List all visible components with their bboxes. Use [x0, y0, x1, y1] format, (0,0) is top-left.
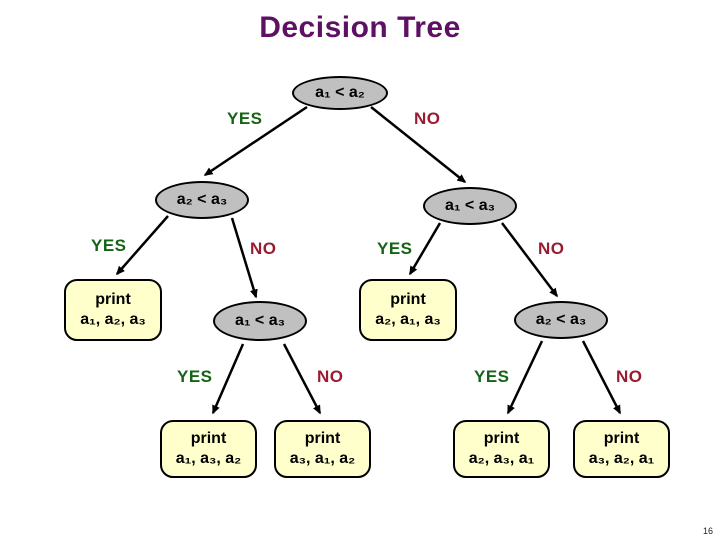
decision-node-left: a₂ < a₃	[155, 181, 249, 219]
yes-label: YES	[474, 367, 510, 386]
decision-node-right: a₁ < a₃	[423, 187, 517, 225]
no-label: NO	[250, 239, 277, 258]
decision-node-label: a₁ < a₃	[234, 312, 286, 329]
decision-node-root: a₁ < a₂	[292, 76, 388, 110]
yes-label: YES	[177, 367, 213, 386]
yes-label: YES	[91, 236, 127, 255]
decision-node-label: a₁ < a₂	[315, 84, 365, 101]
leaf-node-3: print a₁, a₃, a₂	[160, 420, 257, 478]
leaf-line2: a₂, a₁, a₃	[375, 311, 441, 328]
leaf-node-1: print a₁, a₂, a₃	[64, 279, 162, 341]
decision-node-label: a₁ < a₃	[444, 197, 496, 214]
leaf-line2: a₁, a₂, a₃	[80, 311, 146, 328]
leaf-line1: print	[483, 430, 520, 447]
edge-right-no	[501, 222, 558, 298]
leaf-line2: a₃, a₁, a₂	[289, 450, 356, 467]
decision-node-label: a₂ < a₃	[176, 191, 228, 208]
leaf-line1: print	[603, 430, 640, 447]
edge-midleft-no	[282, 343, 322, 415]
leaf-line1: print	[304, 430, 341, 447]
edge-midright-yes	[506, 340, 544, 415]
leaf-line1: print	[190, 430, 227, 447]
decision-node-mid-left: a₁ < a₃	[213, 301, 307, 341]
leaf-line2: a₃, a₂, a₁	[588, 450, 655, 467]
leaf-line2: a₁, a₃, a₂	[175, 450, 242, 467]
decision-node-label: a₂ < a₃	[535, 311, 587, 328]
edge-midright-no	[581, 340, 622, 415]
edge-midleft-yes	[211, 343, 245, 415]
no-label: NO	[317, 367, 344, 386]
leaf-node-6: print a₃, a₂, a₁	[573, 420, 670, 478]
no-label: NO	[616, 367, 643, 386]
leaf-line2: a₂, a₃, a₁	[468, 450, 535, 467]
edge-right-yes	[408, 222, 442, 276]
slide-title: Decision Tree	[259, 11, 461, 44]
yes-label: YES	[227, 109, 263, 128]
leaf-node-5: print a₂, a₃, a₁	[453, 420, 550, 478]
yes-label: YES	[377, 239, 413, 258]
leaf-line1: print	[95, 291, 131, 308]
leaf-line1: print	[390, 291, 426, 308]
leaf-node-2: print a₂, a₁, a₃	[359, 279, 457, 341]
page-number: 16	[702, 526, 713, 536]
leaf-node-4: print a₃, a₁, a₂	[274, 420, 371, 478]
no-label: NO	[538, 239, 565, 258]
no-label: NO	[414, 109, 441, 128]
decision-node-mid-right: a₂ < a₃	[514, 301, 608, 339]
